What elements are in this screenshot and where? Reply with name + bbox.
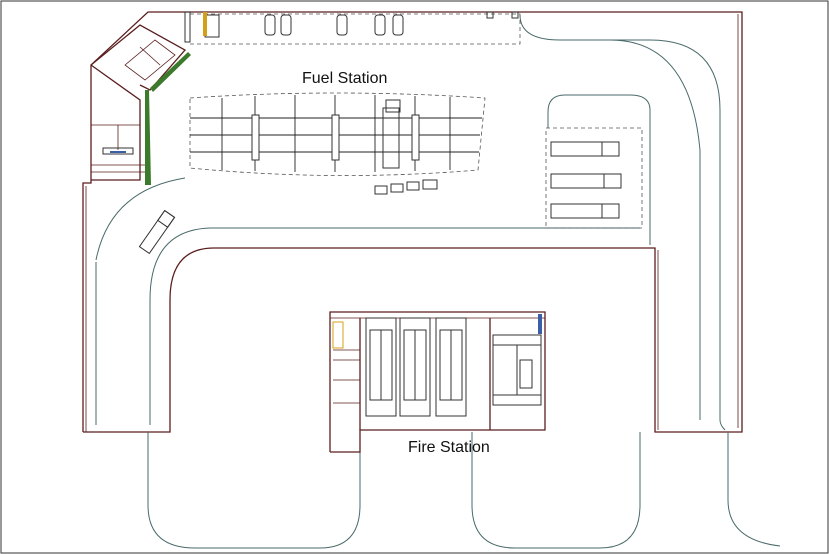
fuel-pump-island <box>411 114 420 161</box>
fire-truck-bay <box>399 317 431 417</box>
fire-truck <box>550 173 622 189</box>
fuel-station-label: Fuel Station <box>302 70 387 87</box>
fire-truck-bay <box>435 317 467 417</box>
tanker-truck <box>382 107 400 169</box>
parked-car <box>392 14 404 36</box>
fuel-pump-island <box>331 114 340 161</box>
parked-car <box>204 14 220 38</box>
parked-car <box>336 14 348 36</box>
site-boundary <box>82 11 743 433</box>
hedge <box>145 90 151 185</box>
hedge <box>150 52 191 92</box>
fire-station-building <box>329 311 546 453</box>
entry-building <box>90 24 191 185</box>
fire-truck-bay <box>365 317 397 417</box>
ramp-vehicle <box>138 209 176 255</box>
car-group <box>374 179 438 195</box>
station-rooms <box>492 314 542 406</box>
truck-parking <box>545 127 643 229</box>
parked-car <box>264 14 276 36</box>
parked-car <box>280 14 292 36</box>
stairs <box>332 321 344 349</box>
fuel-pump-island <box>251 114 260 161</box>
fire-station-label: Fire Station <box>408 439 490 456</box>
fuel-canopy <box>189 92 486 195</box>
parked-car <box>374 14 386 36</box>
driveway <box>95 14 781 549</box>
parking-row <box>184 11 521 45</box>
fire-truck <box>550 203 620 219</box>
fire-truck <box>550 141 620 157</box>
